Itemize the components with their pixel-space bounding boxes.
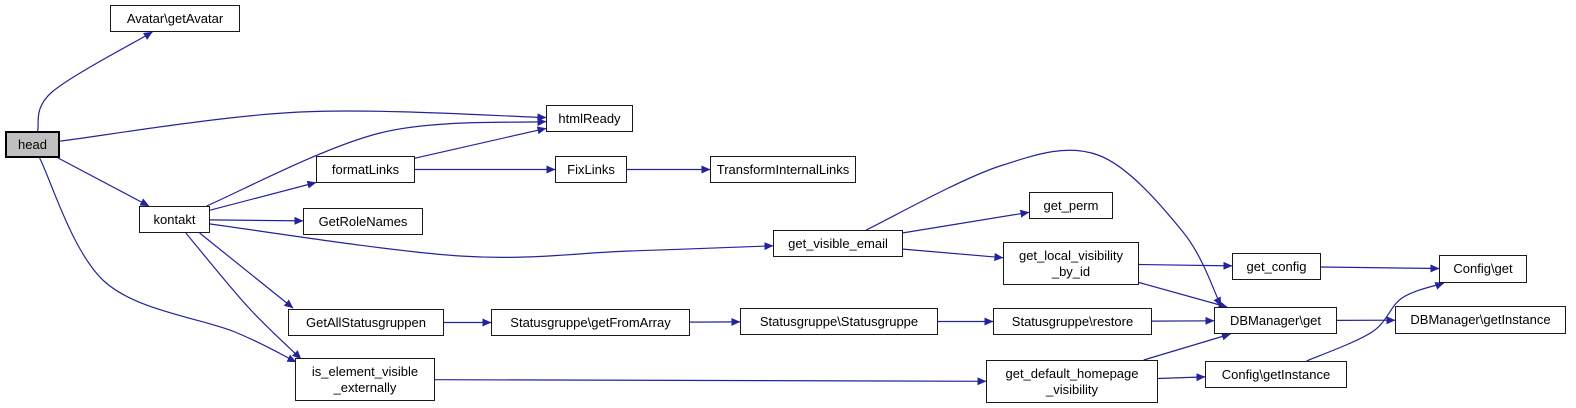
node-isElemVisible[interactable]: is_element_visible_externally bbox=[295, 358, 435, 401]
node-label: head bbox=[18, 136, 47, 152]
node-label: _by_id bbox=[1051, 263, 1091, 279]
edge-getDefaultHome-configGetInstance bbox=[1157, 373, 1206, 382]
node-label: get_config bbox=[1246, 258, 1307, 274]
node-label: Statusgruppe\Statusgruppe bbox=[759, 313, 919, 329]
edge-kontakt-htmlReady bbox=[206, 118, 547, 207]
node-label: DBManager\getInstance bbox=[1410, 312, 1551, 327]
edge-formatLinks-htmlReady bbox=[414, 126, 547, 159]
edge-head-isElemVisible bbox=[39, 157, 297, 363]
node-label: get_visible_email bbox=[788, 235, 888, 251]
node-getRoleNames[interactable]: GetRoleNames bbox=[303, 208, 423, 235]
node-getPerm[interactable]: get_perm bbox=[1029, 192, 1113, 219]
node-getAllStatus[interactable]: GetAllStatusgruppen bbox=[288, 309, 444, 336]
node-label: DBManager\get bbox=[1229, 312, 1322, 328]
node-configGet[interactable]: Config\get bbox=[1439, 255, 1527, 283]
edge-getDefaultHome-dbmGet bbox=[1143, 332, 1231, 361]
node-label: TransformInternalLinks bbox=[716, 161, 850, 177]
edge-getConfig-configGet bbox=[1320, 264, 1440, 273]
edge-head-avatar bbox=[36, 31, 153, 132]
edge-isElemVisible-getDefaultHome bbox=[434, 377, 987, 386]
node-dbmGet[interactable]: DBManager\get bbox=[1214, 307, 1337, 334]
node-sgFromArray[interactable]: Statusgruppe\getFromArray bbox=[491, 309, 690, 336]
node-configGetInstance[interactable]: Config\getInstance bbox=[1205, 361, 1347, 388]
node-label: Statusgruppe\getFromArray bbox=[510, 314, 671, 330]
edge-head-kontakt bbox=[57, 157, 150, 207]
node-label: FixLinks bbox=[567, 161, 615, 177]
edge-kontakt-getAllStatus bbox=[199, 232, 294, 309]
edge-configGetInstance-configGet bbox=[1306, 282, 1445, 362]
node-label: get_default_homepage bbox=[1005, 365, 1139, 381]
node-label: Config\get bbox=[1453, 261, 1513, 276]
node-dbmGetInstance[interactable]: DBManager\getInstance bbox=[1395, 306, 1566, 334]
node-getLocalVis[interactable]: get_local_visibility_by_id bbox=[1003, 242, 1139, 285]
edge-getLocalVis-getConfig bbox=[1138, 261, 1233, 270]
node-getVisibleEmail[interactable]: get_visible_email bbox=[773, 230, 903, 257]
node-label: _externally bbox=[333, 379, 397, 395]
node-transform[interactable]: TransformInternalLinks bbox=[710, 156, 856, 183]
node-label: Statusgruppe\restore bbox=[1011, 313, 1134, 329]
node-avatar[interactable]: Avatar\getAvatar bbox=[110, 5, 240, 32]
edge-getVisibleEmail-getLocalVis bbox=[902, 248, 1004, 261]
node-label: Config\getInstance bbox=[1221, 366, 1331, 382]
node-label: is_element_visible bbox=[311, 363, 419, 379]
node-label: htmlReady bbox=[558, 110, 621, 126]
node-fixLinks[interactable]: FixLinks bbox=[555, 156, 627, 183]
node-sgRestore[interactable]: Statusgruppe\restore bbox=[993, 308, 1152, 335]
node-htmlReady[interactable]: htmlReady bbox=[546, 105, 633, 132]
edge-kontakt-formatLinks bbox=[209, 180, 317, 211]
node-label: GetAllStatusgruppen bbox=[306, 314, 426, 330]
node-sgStatusgruppe[interactable]: Statusgruppe\Statusgruppe bbox=[740, 308, 938, 335]
edge-group bbox=[36, 31, 1445, 386]
node-label: _visibility bbox=[1045, 381, 1098, 397]
node-head: head bbox=[5, 131, 60, 158]
edge-kontakt-getRoleNames bbox=[209, 216, 304, 225]
edge-kontakt-getVisibleEmail bbox=[209, 223, 774, 258]
edge-getVisibleEmail-dbmGet bbox=[865, 149, 1222, 307]
node-kontakt[interactable]: kontakt bbox=[139, 206, 210, 233]
node-label: formatLinks bbox=[331, 161, 400, 177]
node-label: get_perm bbox=[1043, 197, 1099, 213]
edge-getLocalVis-dbmGet bbox=[1138, 281, 1228, 309]
node-getDefaultHome[interactable]: get_default_homepage_visibility bbox=[986, 360, 1158, 403]
node-label: GetRoleNames bbox=[318, 213, 408, 229]
edge-head-htmlReady bbox=[59, 110, 547, 142]
node-label: kontakt bbox=[153, 211, 196, 227]
node-label: get_local_visibility bbox=[1018, 247, 1124, 263]
edge-kontakt-isElemVisible bbox=[185, 232, 302, 360]
node-getConfig[interactable]: get_config bbox=[1232, 253, 1321, 280]
edge-getVisibleEmail-getPerm bbox=[902, 209, 1030, 234]
node-formatLinks[interactable]: formatLinks bbox=[316, 156, 415, 183]
node-label: Avatar\getAvatar bbox=[126, 10, 224, 26]
